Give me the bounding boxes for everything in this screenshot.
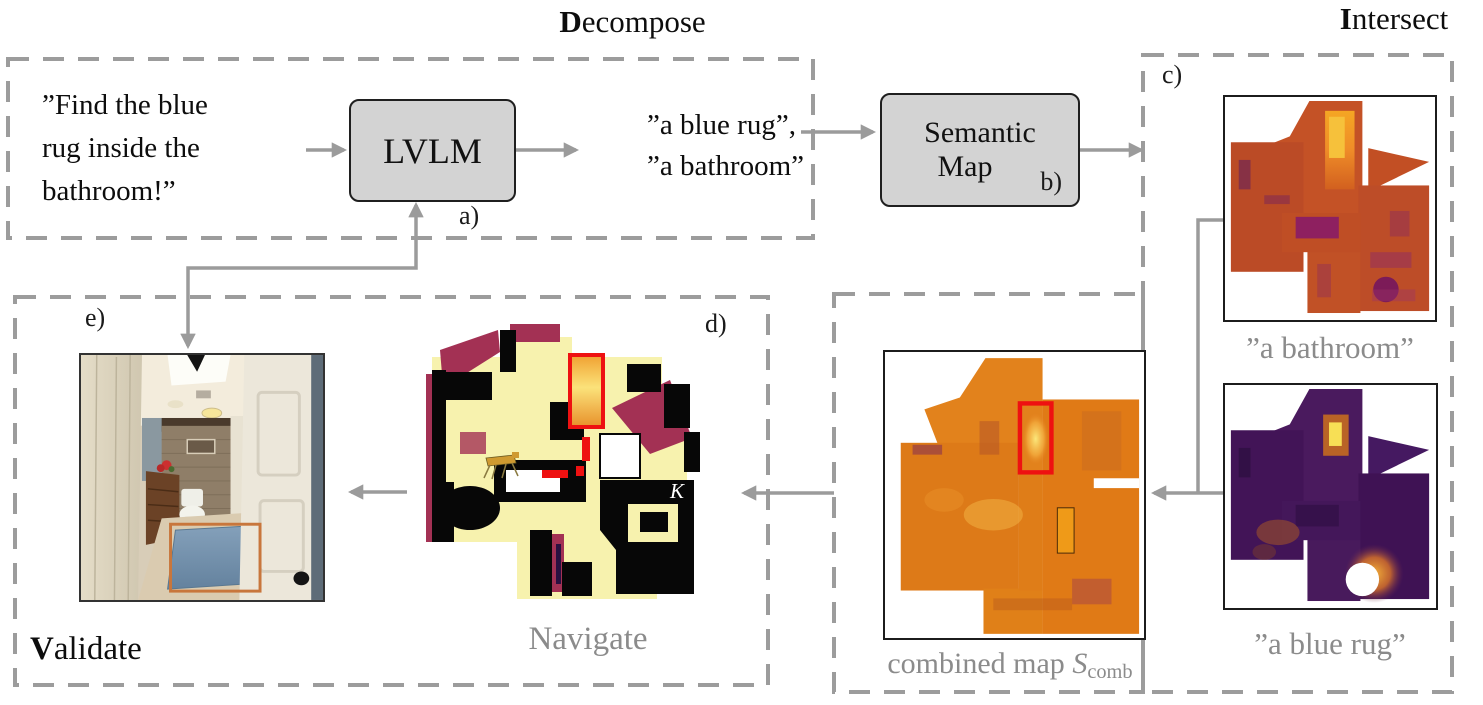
combined-caption-prefix: combined map [887,647,1073,680]
query-blue-rug: ”a blue rug”, [647,109,796,141]
target-highlight-box-combined [1017,401,1054,475]
validation-photo [79,353,325,602]
validate-title-lead: V [30,631,54,667]
instruction-text: ”Find the blue rug inside the bathroom!” [42,84,208,213]
bluerug-heatmap-image [1230,389,1430,603]
instruction-line-1: ”Find the blue [42,89,208,121]
decompose-title-rest: ecompose [581,4,706,39]
lvlm-box: LVLM [349,99,516,202]
bluerug-map-caption: ”a blue rug” [1254,626,1406,661]
intersect-title: Intersect [1318,1,1470,37]
semantic-map-label-line2: Map [937,150,993,183]
connector-bathroom-map-elbow [1196,218,1223,493]
combined-floorplan [900,358,1140,634]
decompose-title-lead: D [559,4,582,39]
step-label-e: e) [85,303,106,332]
combined-heatmap-image [900,358,1140,634]
decompose-title: Decompose [505,4,760,40]
validate-title: Validate [30,631,230,668]
shower-niche [186,438,216,455]
semantic-map-box: Semantic Map b) [880,93,1080,207]
instruction-line-2: rug inside the [42,132,200,164]
ceiling-light [201,407,223,419]
navigate-caption: Navigate [528,621,648,657]
combined-heatmap [883,350,1146,640]
bathroom-heatmap [1223,95,1437,322]
bathroom-floorplan [1230,101,1430,314]
instruction-line-3: bathroom!” [42,175,176,207]
validate-title-rest: alidate [53,631,142,667]
bathroom-heatmap-image [1230,101,1430,314]
arrow-lvlm-photo-feedback [180,201,424,350]
bluerug-floorplan [1230,389,1430,603]
intersect-title-lead: I [1339,1,1352,36]
decomposed-queries-text: ”a blue rug”, ”a bathroom” [647,105,804,187]
intersect-title-rest: ntersect [1351,1,1449,36]
map-white-mark: K [669,479,685,503]
rug-detection-box [169,522,262,593]
validate-dashed-box [13,295,770,687]
bluerug-heatmap [1223,383,1438,610]
step-label-d: d) [705,309,727,338]
robot-icon [483,452,519,480]
combined-map-caption: combined map Scomb [850,647,1170,684]
step-label-a: a) [459,201,480,230]
step-label-c: c) [1162,60,1183,89]
left-door [81,355,142,600]
step-label-b: b) [1040,167,1062,196]
combined-caption-subscript: comb [1087,661,1133,684]
planned-path [542,437,590,478]
door-keyhole [293,571,310,586]
combined-caption-symbol: S [1072,647,1088,680]
validation-photo-image [81,355,323,600]
navigate-map: K [402,312,707,620]
navigate-floorplan: K [426,324,700,599]
target-highlight-box-navigate [568,353,605,429]
bathroom-map-caption: ”a bathroom” [1246,330,1414,365]
query-bathroom: ”a bathroom” [647,150,805,182]
semantic-map-label-line1: Semantic [924,116,1036,149]
navigate-map-image: K [426,324,700,599]
intersect-dashed-box [1141,53,1454,694]
decompose-dashed-box [6,57,815,240]
lvlm-box-label: LVLM [383,130,482,171]
